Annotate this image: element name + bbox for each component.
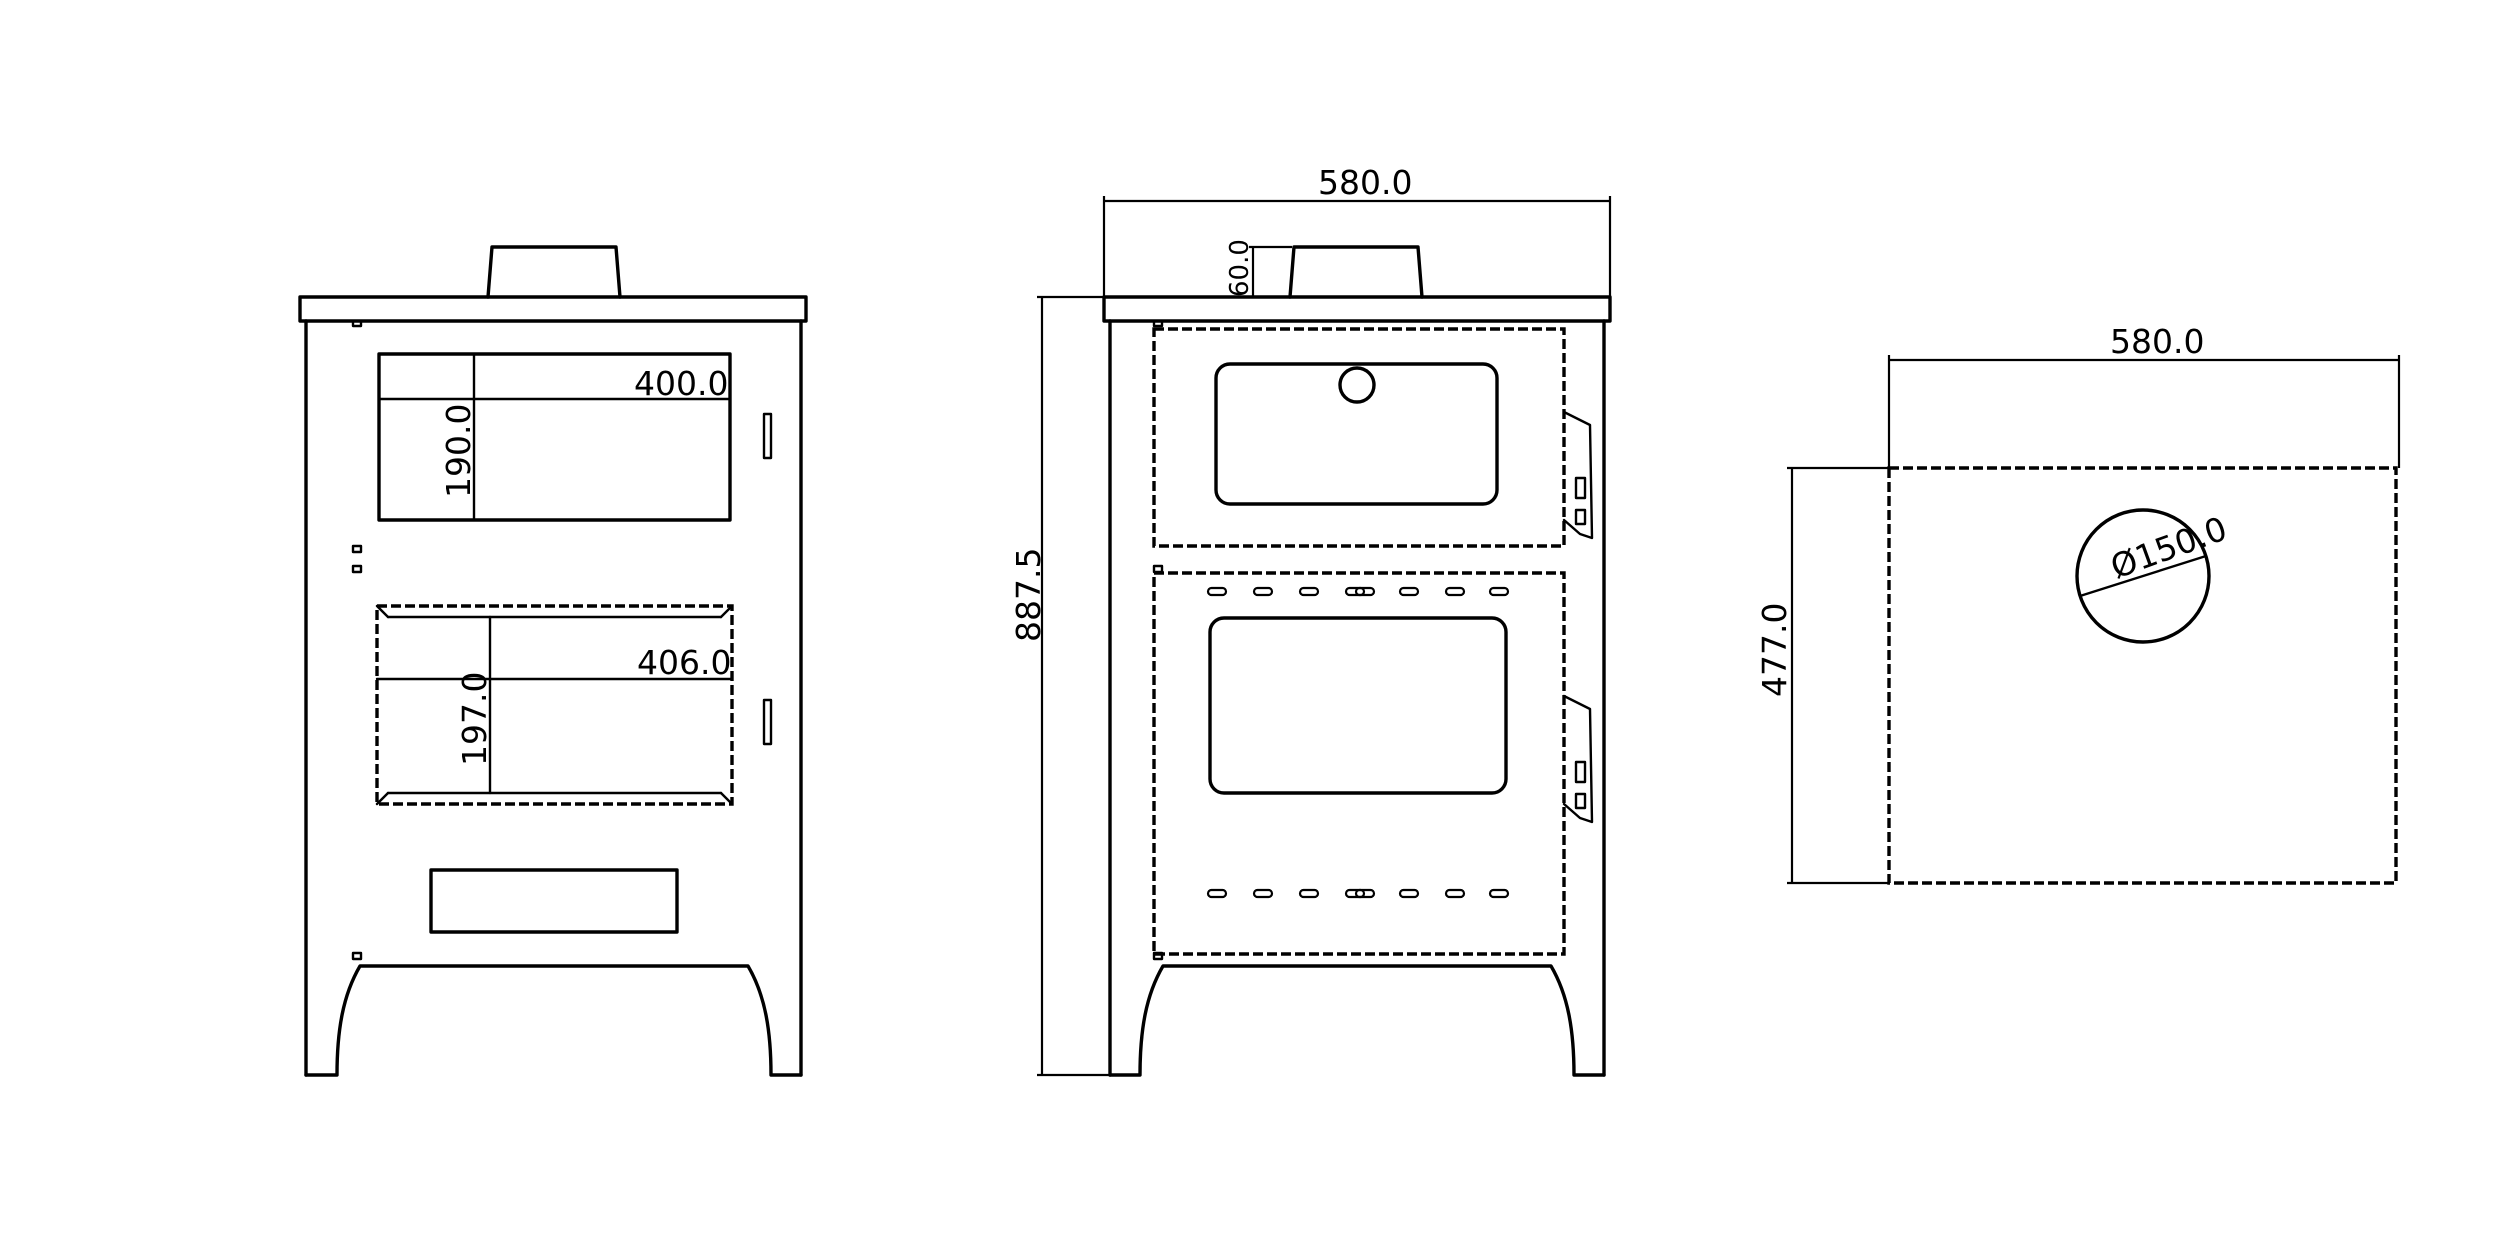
side-view: 580.0 60.0 887.5 <box>1009 163 1612 1077</box>
front-top-plate <box>298 295 808 323</box>
vent-slot <box>1252 586 1274 597</box>
vent-slot <box>1206 888 1228 899</box>
side-upper-door <box>1152 327 1566 548</box>
front-upper-door-height-label: 190.0 <box>439 404 478 498</box>
front-hinge <box>351 319 363 328</box>
side-lower-handle-detail <box>1574 792 1587 810</box>
top-flue-diameter-line <box>2078 554 2208 598</box>
vent-slot <box>1444 586 1466 597</box>
vent-slot <box>1298 586 1320 597</box>
side-lower-handle-detail <box>1574 760 1587 784</box>
vent-slot <box>1252 888 1274 899</box>
vent-slot <box>1488 586 1510 597</box>
vent-slot <box>1488 888 1510 899</box>
top-view: 580.0 477.0 Ø150.0 <box>1755 322 2401 885</box>
side-width-label: 580.0 <box>1318 163 1412 202</box>
side-upper-handle-detail <box>1574 508 1587 526</box>
side-chimney-height-label: 60.0 <box>1225 239 1255 297</box>
side-chimney <box>1288 245 1424 299</box>
front-upper-door <box>377 352 732 522</box>
top-outline <box>1887 466 2398 885</box>
side-hinge <box>1152 319 1164 328</box>
front-view: 400.0 190.0 406.0 197.0 <box>298 245 808 1077</box>
front-lower-bevel <box>375 604 390 619</box>
side-hinge <box>1152 951 1164 961</box>
front-legs <box>304 964 803 1077</box>
side-upper-handle <box>1562 410 1594 540</box>
top-flue-diameter-label: Ø150.0 <box>2105 509 2232 587</box>
side-upper-window <box>1214 362 1499 506</box>
front-lower-door-width-label: 406.0 <box>637 643 731 682</box>
front-hinge <box>351 544 363 554</box>
side-thermometer <box>1338 366 1376 404</box>
front-lower-bevel <box>375 791 390 806</box>
vent-slot <box>1344 888 1366 899</box>
side-lower-door <box>1152 571 1566 956</box>
side-upper-handle-detail <box>1574 476 1587 500</box>
front-ash-drawer <box>429 868 679 934</box>
vent-slot <box>1398 888 1420 899</box>
front-upper-door-width-label: 400.0 <box>634 364 728 403</box>
front-hinge <box>351 564 363 574</box>
side-lower-window <box>1208 616 1508 795</box>
front-lower-handle <box>762 698 773 746</box>
vent-slot <box>1398 586 1420 597</box>
top-width-label: 580.0 <box>2110 322 2204 361</box>
vent-slot <box>1354 888 1376 899</box>
top-flue-circle <box>2075 508 2211 644</box>
side-lower-handle <box>1562 694 1594 824</box>
front-lower-door-height-label: 197.0 <box>455 672 494 766</box>
side-legs <box>1108 964 1606 1077</box>
front-lower-door <box>375 604 734 806</box>
front-hinge <box>351 951 363 961</box>
vent-slot <box>1354 586 1376 597</box>
vent-slot <box>1206 586 1228 597</box>
vent-slot <box>1444 888 1466 899</box>
vent-slot <box>1298 888 1320 899</box>
vent-slot <box>1344 586 1366 597</box>
side-hinge <box>1152 564 1164 574</box>
front-lower-bevel <box>719 604 734 619</box>
front-chimney <box>486 245 622 299</box>
side-top-plate <box>1102 295 1612 323</box>
front-lower-bevel <box>719 791 734 806</box>
front-upper-handle <box>762 412 773 460</box>
top-depth-label: 477.0 <box>1755 603 1794 697</box>
side-total-height-label: 887.5 <box>1009 548 1048 642</box>
